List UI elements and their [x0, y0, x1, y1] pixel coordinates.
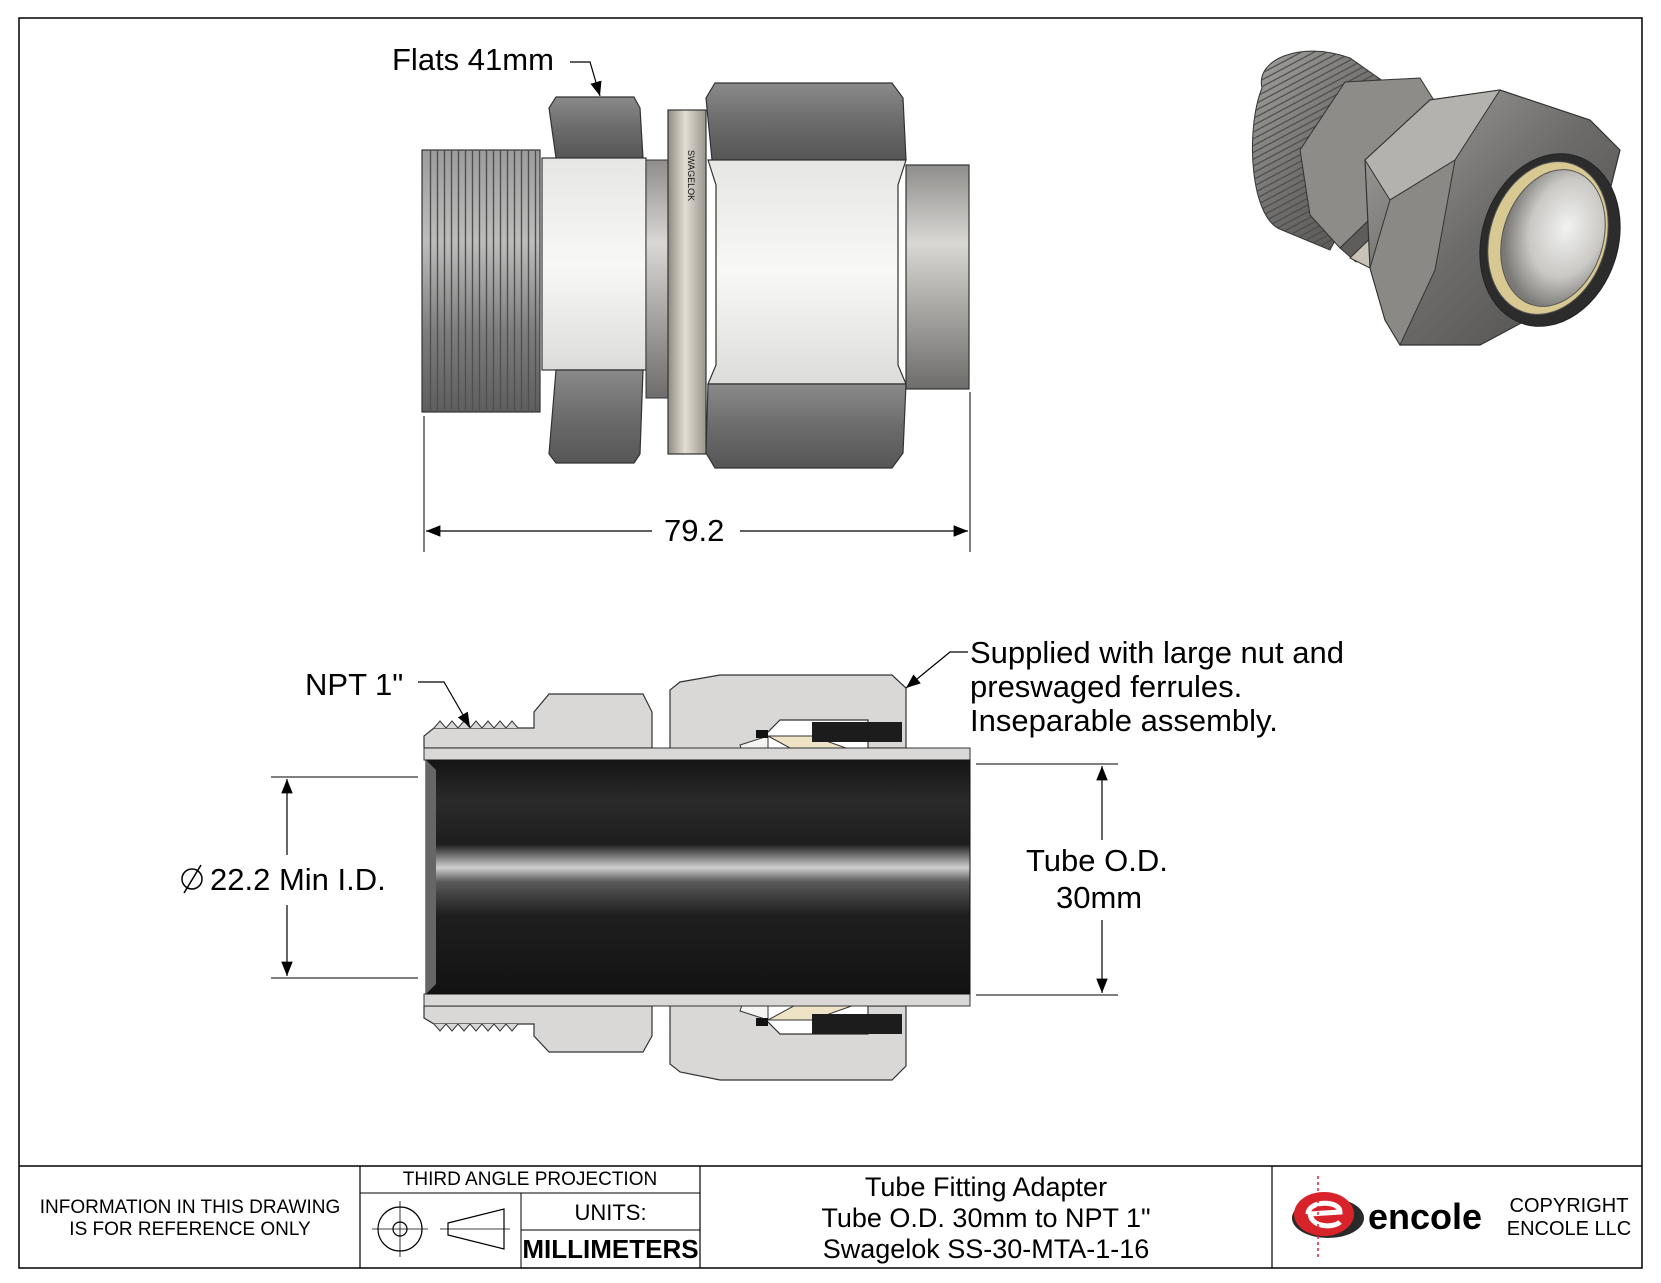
thread-lines [426, 150, 538, 412]
body-neck [645, 159, 669, 399]
iso-nut-front-face [1369, 158, 1456, 347]
units-label: UNITS: [574, 1200, 647, 1225]
supplied-leader [905, 651, 968, 689]
large-nut-face [707, 159, 907, 385]
nut-section-lower [669, 993, 907, 1081]
disclaimer-line-2: IS FOR REFERENCE ONLY [69, 1219, 311, 1240]
tube-wall-upper [423, 747, 971, 761]
npt-leader [418, 681, 471, 728]
small-hex-top-flat [548, 96, 644, 159]
min-id-label: 22.2 Min I.D. [210, 862, 386, 897]
disclaimer-line-1: INFORMATION IN THIS DRAWING [39, 1197, 341, 1218]
body-section-lower [423, 1005, 653, 1053]
body-section-upper [423, 693, 653, 749]
large-nut-top-flat [705, 82, 907, 161]
npt-label: NPT 1" [305, 667, 404, 702]
sheet-border [18, 17, 1643, 1269]
side-view: SWAGELOK [421, 61, 971, 552]
diameter-symbol-icon [181, 864, 203, 894]
drawing-title-line-1: Tube Fitting Adapter [864, 1172, 1108, 1202]
supplied-note-line-3: Inseparable assembly. [970, 703, 1278, 738]
iso-tube-bore [1500, 169, 1606, 307]
bore-chamfer [426, 760, 436, 994]
tube-bore [425, 759, 971, 995]
drawing-title-line-2: Tube O.D. 30mm to NPT 1" [821, 1203, 1151, 1233]
ferrule-seal-lower [756, 1018, 768, 1026]
tube-stub [905, 164, 970, 390]
tube-wall-lower [423, 993, 971, 1007]
third-angle-projection-icon [372, 1201, 510, 1257]
body-stamp: SWAGELOK [686, 150, 696, 201]
tube-od-label-line-1: Tube O.D. [1026, 843, 1168, 878]
nut-thread-lower [812, 1014, 902, 1034]
flats-label: Flats 41mm [392, 42, 554, 77]
isometric-view [1251, 50, 1621, 347]
units-value: MILLIMETERS [522, 1234, 699, 1264]
title-block [19, 1165, 1642, 1268]
projection-label: THIRD ANGLE PROJECTION [402, 1169, 658, 1190]
brand-name: encole [1368, 1196, 1483, 1237]
nut-thread-upper [812, 722, 902, 742]
encole-logo-icon [1292, 1176, 1364, 1260]
copyright-line-1: COPYRIGHT [1509, 1195, 1629, 1217]
supplied-note-line-1: Supplied with large nut and [970, 635, 1344, 670]
tube-od-label-line-2: 30mm [1056, 880, 1143, 915]
drawing-title-line-3: Swagelok SS-30-MTA-1-16 [822, 1234, 1150, 1264]
large-nut-bottom-flat [705, 383, 907, 469]
length-dimension-value: 79.2 [664, 513, 725, 548]
npt-thread-teeth-lower [433, 1023, 519, 1032]
small-hex-bottom-flat [548, 369, 644, 464]
flats-leader [570, 61, 602, 97]
supplied-note-line-2: preswaged ferrules. [970, 669, 1243, 704]
nut-section-upper [669, 674, 907, 761]
section-view [181, 651, 1118, 1081]
npt-thread-teeth-upper [433, 720, 519, 729]
body-band [667, 109, 707, 455]
ferrule-seal-upper [756, 730, 768, 738]
iso-nut-top-face [1364, 89, 1502, 201]
small-hex-face [541, 157, 647, 371]
copyright-line-2: ENCOLE LLC [1506, 1218, 1632, 1240]
